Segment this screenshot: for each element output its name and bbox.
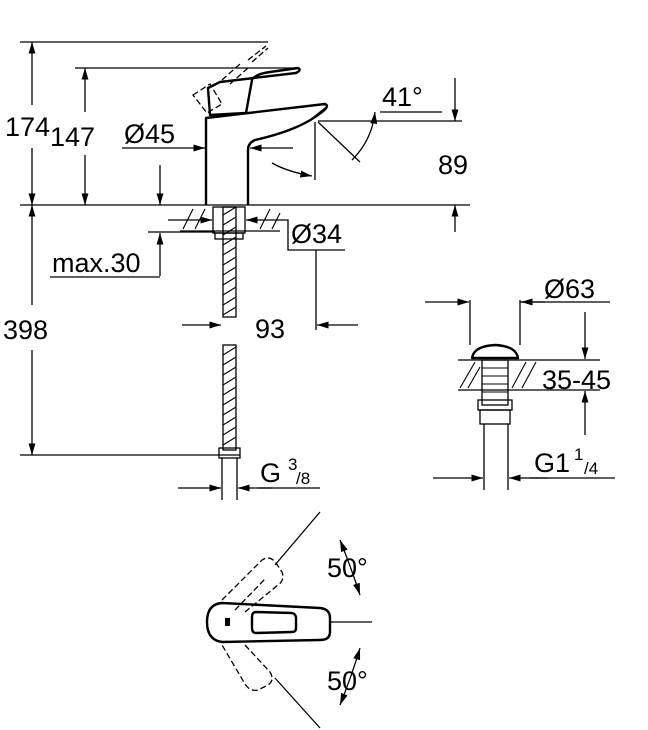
dimension-diameter-45: Ø45	[122, 119, 293, 152]
dimension-g-3-8: G 3 /8	[178, 455, 320, 492]
label-diameter-63: Ø63	[544, 274, 595, 304]
dimension-147: 147	[50, 68, 95, 205]
label-g1-numerator: 1	[574, 445, 583, 464]
label-max-30: max.30	[52, 248, 141, 278]
handle-top-view: 50° 50°	[205, 511, 372, 729]
dimension-398: 398	[3, 205, 48, 455]
dimension-diameter-34: Ø34	[168, 216, 345, 251]
label-93: 93	[255, 314, 285, 344]
label-g1: G1	[534, 448, 570, 478]
dimension-max-30: max.30	[50, 231, 215, 278]
label-g-numerator: 3	[288, 455, 297, 474]
dimension-angle-41: 41°	[271, 82, 462, 180]
label-diameter-45: Ø45	[124, 119, 175, 149]
label-angle-50-upper: 50°	[327, 553, 368, 583]
dimension-174: 174	[5, 42, 50, 205]
label-147: 147	[50, 122, 95, 152]
label-diameter-34: Ø34	[291, 219, 342, 249]
label-35-45: 35-45	[542, 365, 611, 395]
label-89: 89	[438, 150, 468, 180]
label-398: 398	[3, 315, 48, 345]
dimension-93: 93	[182, 250, 358, 344]
reference-lines	[20, 41, 470, 456]
label-g1-denominator: /4	[584, 459, 598, 478]
label-g-denominator: /8	[296, 469, 310, 488]
deck-section	[180, 206, 281, 500]
faucet-side-view	[192, 45, 329, 205]
label-174: 174	[5, 112, 50, 142]
label-g: G	[260, 458, 281, 488]
label-angle-41: 41°	[382, 82, 423, 112]
dimension-89: 89	[438, 78, 468, 232]
label-angle-50-lower: 50°	[327, 666, 368, 696]
pop-up-waste: Ø63 35-45 G1 1 /4	[425, 274, 615, 490]
